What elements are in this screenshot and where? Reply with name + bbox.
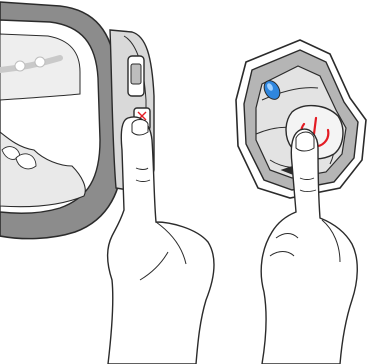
pad-rivet-1 [15, 61, 25, 71]
earcup-puck-panel [236, 40, 366, 364]
volume-slider-knob [131, 64, 141, 84]
pad-rivet-2 [35, 57, 45, 67]
left-finger-nail [132, 120, 148, 136]
right-finger-nail [296, 132, 314, 151]
left-hand [108, 117, 214, 364]
headset-band-panel [0, 2, 214, 364]
